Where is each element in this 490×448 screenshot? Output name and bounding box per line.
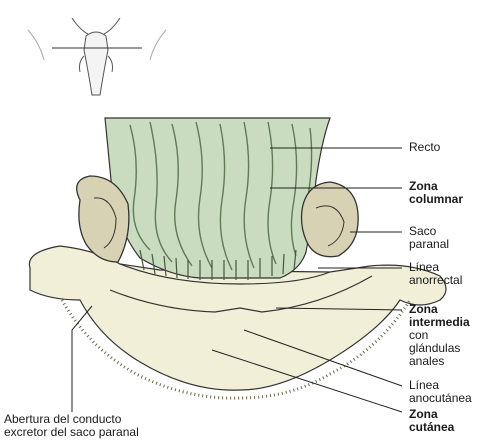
label-cutanea-line2: cutánea <box>409 421 454 434</box>
label-zona-cutanea: Zona cutánea <box>409 408 454 434</box>
right-anal-sac <box>302 182 359 257</box>
label-abertura-line2: excretor del saco paranal <box>4 426 139 439</box>
label-zona-columnar-line2: columnar <box>409 193 463 206</box>
label-recto: Recto <box>409 141 440 154</box>
label-saco-line2: paranal <box>409 238 449 251</box>
label-intermedia-line5: anales <box>409 355 470 368</box>
label-abertura: Abertura del conducto excretor del saco … <box>4 413 139 439</box>
label-saco-paranal: Saco paranal <box>409 225 449 251</box>
label-linea-anocutanea: Línea anocutánea <box>409 379 472 405</box>
label-anocutanea-line2: anocutánea <box>409 392 472 405</box>
rectum <box>105 118 330 278</box>
label-linea-anorrectal: Línea anorrectal <box>409 261 462 287</box>
label-zona-columnar: Zona columnar <box>409 180 463 206</box>
label-anorrectal-line2: anorrectal <box>409 274 462 287</box>
orientation-thumbnail <box>28 18 166 95</box>
label-zona-intermedia: Zona intermedia con glándulas anales <box>409 303 470 368</box>
